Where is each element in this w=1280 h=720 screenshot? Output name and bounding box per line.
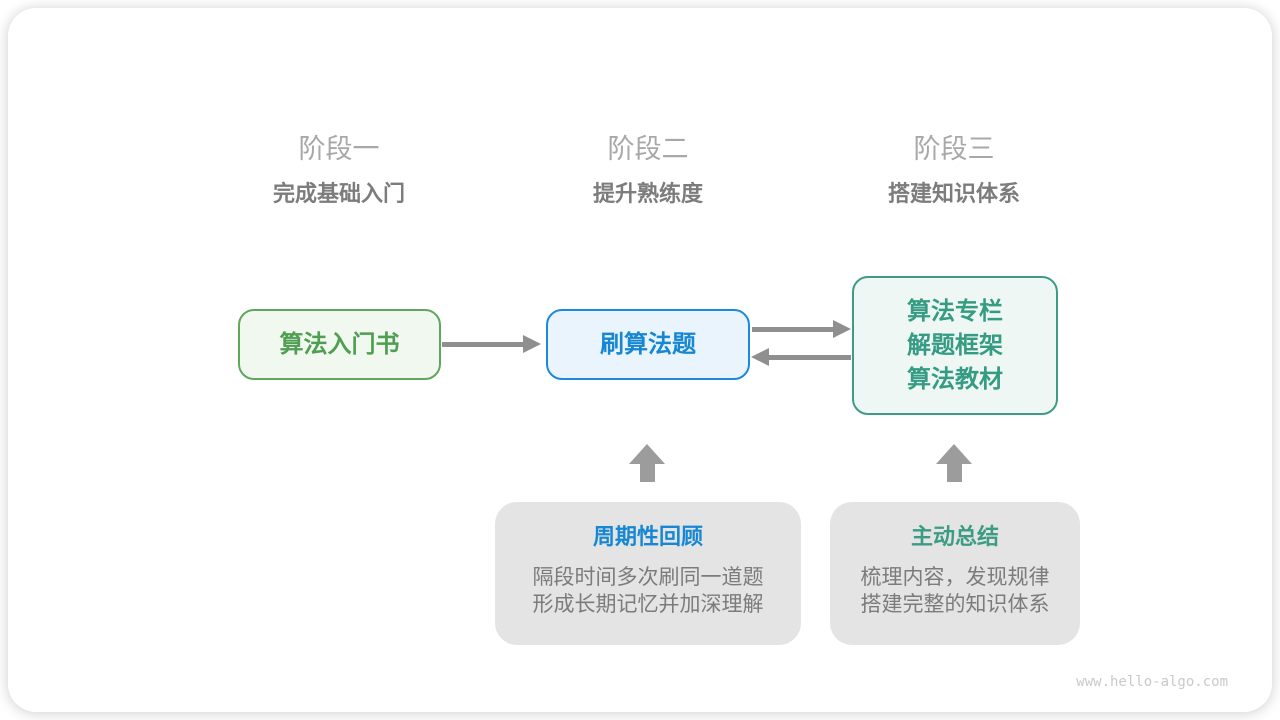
flow-box-intro-book: 算法入门书 bbox=[238, 309, 441, 380]
stage-2-label: 阶段二 bbox=[607, 134, 689, 164]
stage-header-1: 阶段一 完成基础入门 bbox=[229, 132, 449, 208]
intro-book-label: 算法入门书 bbox=[279, 330, 400, 358]
arrow-resources-to-practice-head-icon bbox=[751, 348, 769, 366]
up-arrow-review-icon bbox=[629, 444, 665, 482]
up-arrow-review-stem bbox=[639, 464, 655, 482]
diagram-card: 阶段一 完成基础入门 阶段二 提升熟练度 阶段三 搭建知识体系 算法入门书 刷算… bbox=[8, 8, 1272, 712]
note-active-summary-line-1: 梳理内容，发现规律 bbox=[860, 566, 1050, 589]
note-active-summary: 主动总结 梳理内容，发现规律 搭建完整的知识体系 bbox=[830, 502, 1080, 645]
note-periodic-review: 周期性回顾 隔段时间多次刷同一道题 形成长期记忆并加深理解 bbox=[495, 502, 801, 645]
resources-line-1: 算法专栏 bbox=[907, 297, 1003, 325]
up-arrow-review-head bbox=[629, 444, 665, 464]
stage-3-label: 阶段三 bbox=[913, 134, 995, 164]
stage-3-subtitle: 搭建知识体系 bbox=[887, 181, 1020, 206]
note-active-summary-line-2: 搭建完整的知识体系 bbox=[860, 593, 1050, 616]
practice-label: 刷算法题 bbox=[600, 330, 696, 358]
watermark-url: www.hello-algo.com bbox=[1076, 674, 1228, 690]
note-active-summary-body: 梳理内容，发现规律 搭建完整的知识体系 bbox=[830, 564, 1080, 618]
resources-line-3: 算法教材 bbox=[907, 365, 1003, 393]
up-arrow-summary-head bbox=[936, 444, 972, 464]
stage-2-subtitle: 提升熟练度 bbox=[592, 181, 703, 206]
note-periodic-review-body: 隔段时间多次刷同一道题 形成长期记忆并加深理解 bbox=[495, 564, 801, 618]
stage-1-subtitle: 完成基础入门 bbox=[272, 181, 405, 206]
note-active-summary-title: 主动总结 bbox=[910, 524, 999, 549]
up-arrow-summary-stem bbox=[946, 464, 962, 482]
stage-1-label: 阶段一 bbox=[298, 134, 380, 164]
stage-header-3: 阶段三 搭建知识体系 bbox=[844, 132, 1064, 208]
arrow-resources-to-practice-line bbox=[769, 355, 851, 360]
arrow-intro-to-practice-head-icon bbox=[523, 335, 541, 353]
arrow-intro-to-practice-line bbox=[442, 342, 524, 347]
stage-header-2: 阶段二 提升熟练度 bbox=[538, 132, 758, 208]
up-arrow-summary-icon bbox=[936, 444, 972, 482]
flow-box-practice: 刷算法题 bbox=[546, 309, 750, 380]
note-periodic-review-line-1: 隔段时间多次刷同一道题 bbox=[532, 566, 764, 589]
flow-box-resources: 算法专栏 解题框架 算法教材 bbox=[852, 276, 1058, 415]
arrow-practice-to-resources-line bbox=[752, 327, 834, 332]
arrow-practice-to-resources-head-icon bbox=[833, 320, 851, 338]
note-periodic-review-title: 周期性回顾 bbox=[592, 524, 703, 549]
note-periodic-review-line-2: 形成长期记忆并加深理解 bbox=[532, 593, 764, 616]
resources-line-2: 解题框架 bbox=[907, 331, 1003, 359]
